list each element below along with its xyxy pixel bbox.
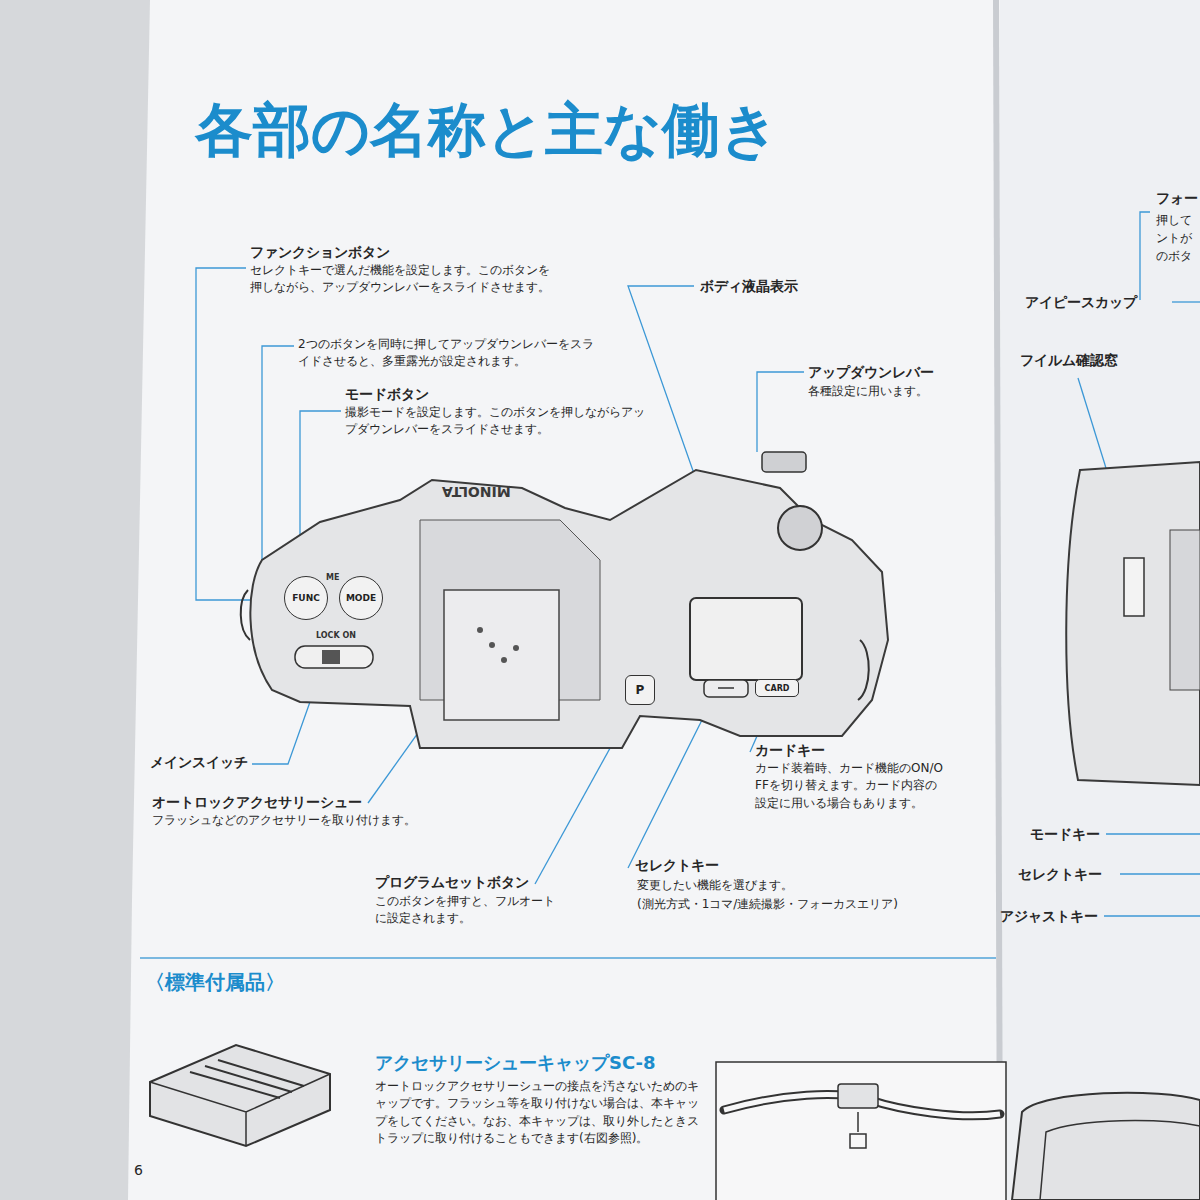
- part-name: メインスイッチ: [150, 752, 248, 772]
- leader-line: [628, 700, 712, 868]
- part-name: モードキー: [1030, 824, 1100, 844]
- cut-off-text: フォー: [1156, 188, 1198, 208]
- camera-body: [250, 470, 888, 748]
- part-name: カードキー: [755, 740, 825, 760]
- leader-line: [1120, 873, 1200, 874]
- lcd-panel: [690, 598, 802, 680]
- eyepiece: [778, 506, 822, 550]
- back-door: [1170, 530, 1200, 690]
- card-key: CARD: [755, 679, 799, 697]
- part-description: 各種設定に用います。: [808, 383, 928, 400]
- part-description: 2つのボタンを同時に押してアップダウンレバーをスライドさせると、多重露光が設定さ…: [298, 336, 598, 371]
- strap-figure-frame: [716, 1062, 1006, 1200]
- contact-dot: [513, 645, 519, 651]
- cut-off-text: ントが: [1156, 230, 1192, 247]
- cut-off-text: のボタ: [1156, 248, 1192, 265]
- leader-line: [757, 372, 804, 452]
- strap-lug: [858, 640, 869, 700]
- switch-marking: LOCK ON: [316, 630, 356, 642]
- contact-dot: [489, 642, 495, 648]
- button-label: P: [636, 683, 645, 697]
- camera-back: [1066, 462, 1200, 785]
- part-name: アイピースカップ: [1025, 292, 1137, 312]
- leader-line: [1140, 212, 1150, 300]
- button-label: FUNC: [292, 593, 320, 603]
- shoe-contacts: [477, 627, 519, 663]
- leader-line: [1106, 833, 1200, 834]
- section-rule: [140, 957, 996, 959]
- part-name: ファンクションボタン: [250, 242, 390, 262]
- part-name: プログラムセットボタン: [375, 872, 529, 892]
- page-number: 6: [134, 1160, 143, 1180]
- accessory-name: アクセサリーシューキャップSC-8: [375, 1050, 656, 1076]
- shoe-cap: [150, 1045, 330, 1146]
- part-description: フラッシュなどのアクセサリーを取り付けます。: [152, 812, 416, 829]
- cut-off-text: 押して: [1156, 212, 1192, 229]
- part-name: フイルム確認窓: [1020, 350, 1118, 370]
- button-label: MODE: [346, 593, 376, 603]
- page-title: 各部の名称と主な働き: [195, 96, 779, 166]
- select-key-mark: [718, 687, 734, 689]
- cap-small: [850, 1134, 866, 1148]
- page-spine: [996, 0, 1000, 1200]
- part-description: 撮影モードを設定します。このボタンを押しながらアップダウンレバーをスライドさせま…: [345, 404, 645, 439]
- leader-lines: [196, 212, 1200, 916]
- part-description: カード装着時、カード機能のON/OFFを切り替えます。カード内容の設定に用いる場…: [755, 760, 945, 812]
- part-description: (測光方式・1コマ/連続撮影・フォーカスエリア): [637, 896, 898, 913]
- film-window: [1124, 558, 1144, 616]
- part-name: セレクトキー: [635, 855, 719, 875]
- cap-on-strap: [838, 1084, 878, 1108]
- strap-lug: [241, 590, 250, 640]
- eyecup-inner: [1040, 1121, 1200, 1200]
- accessory-description: オートロックアクセサリーシューの接点を汚さないためのキャップです。フラッシュ等を…: [375, 1078, 700, 1148]
- accessory-shoe: [444, 590, 559, 720]
- part-name: アジャストキー: [1000, 906, 1098, 926]
- leader-line: [196, 268, 282, 600]
- eyecup: [1012, 1093, 1200, 1200]
- part-name: モードボタン: [345, 384, 429, 404]
- part-name: ボディ液晶表示: [700, 276, 798, 296]
- part-description: セレクトキーで選んだ機能を設定します。このボタンを押しながら、アップダウンレバー…: [250, 262, 555, 297]
- button-marking: ME: [326, 572, 339, 584]
- main-switch: [295, 646, 373, 668]
- program-set-button: P: [625, 675, 655, 705]
- part-description: 変更したい機能を選びます。: [637, 877, 793, 894]
- part-description: このボタンを押すと、フルオートに設定されます。: [375, 893, 560, 928]
- right-page: [1000, 0, 1200, 1200]
- contact-dot: [477, 627, 483, 633]
- brand-logo: MINOLTA: [442, 482, 511, 502]
- part-name: セレクトキー: [1018, 864, 1102, 884]
- part-name: アップダウンレバー: [808, 362, 934, 382]
- button-label: CARD: [765, 684, 790, 693]
- switch-knob: [322, 650, 340, 664]
- leader-line: [1172, 301, 1200, 302]
- arrow-line: [857, 1112, 859, 1132]
- shoe-cap-ridges: [190, 1060, 304, 1098]
- left-page: [128, 0, 1000, 1200]
- leader-line: [1104, 915, 1200, 916]
- part-name: オートロックアクセサリーシュー: [152, 792, 362, 812]
- mode-button: MODE: [339, 576, 383, 620]
- section-heading: 〈標準付属品〉: [145, 968, 285, 997]
- select-key: [704, 680, 748, 697]
- up-down-lever: [762, 452, 806, 472]
- contact-dot: [501, 657, 507, 663]
- function-button: FUNC: [284, 576, 328, 620]
